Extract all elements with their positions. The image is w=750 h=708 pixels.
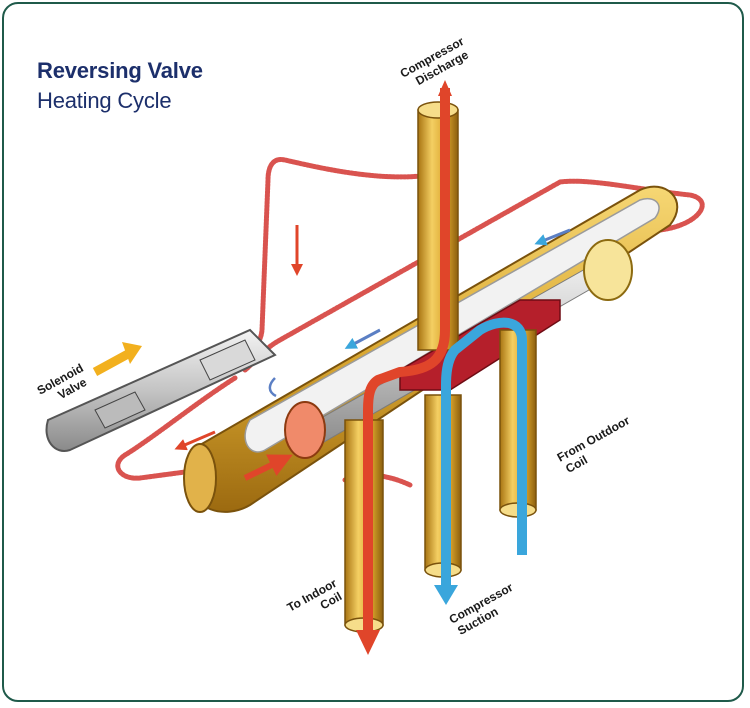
to-indoor-coil-label: To Indoor Coil <box>285 576 345 615</box>
from-outdoor-coil-line1: From Outdoor <box>555 413 633 465</box>
diagram-subtitle: Heating Cycle <box>37 88 172 113</box>
solenoid-valve-label: Solenoid Valve <box>35 361 90 402</box>
from-outdoor-coil-label: From Outdoor Coil <box>555 413 633 476</box>
diagram-frame <box>2 2 744 702</box>
compressor-suction-label: Compressor Suction <box>447 580 516 638</box>
solenoid-valve <box>45 328 277 452</box>
compressor-discharge-label: Compressor Discharge <box>398 34 471 88</box>
flow-arrows <box>174 225 571 481</box>
diagram-title: Reversing Valve <box>37 58 203 83</box>
solenoid-arrow <box>92 342 142 376</box>
cold-refrigerant-flow <box>434 317 527 605</box>
hot-refrigerant-flow <box>356 80 452 655</box>
